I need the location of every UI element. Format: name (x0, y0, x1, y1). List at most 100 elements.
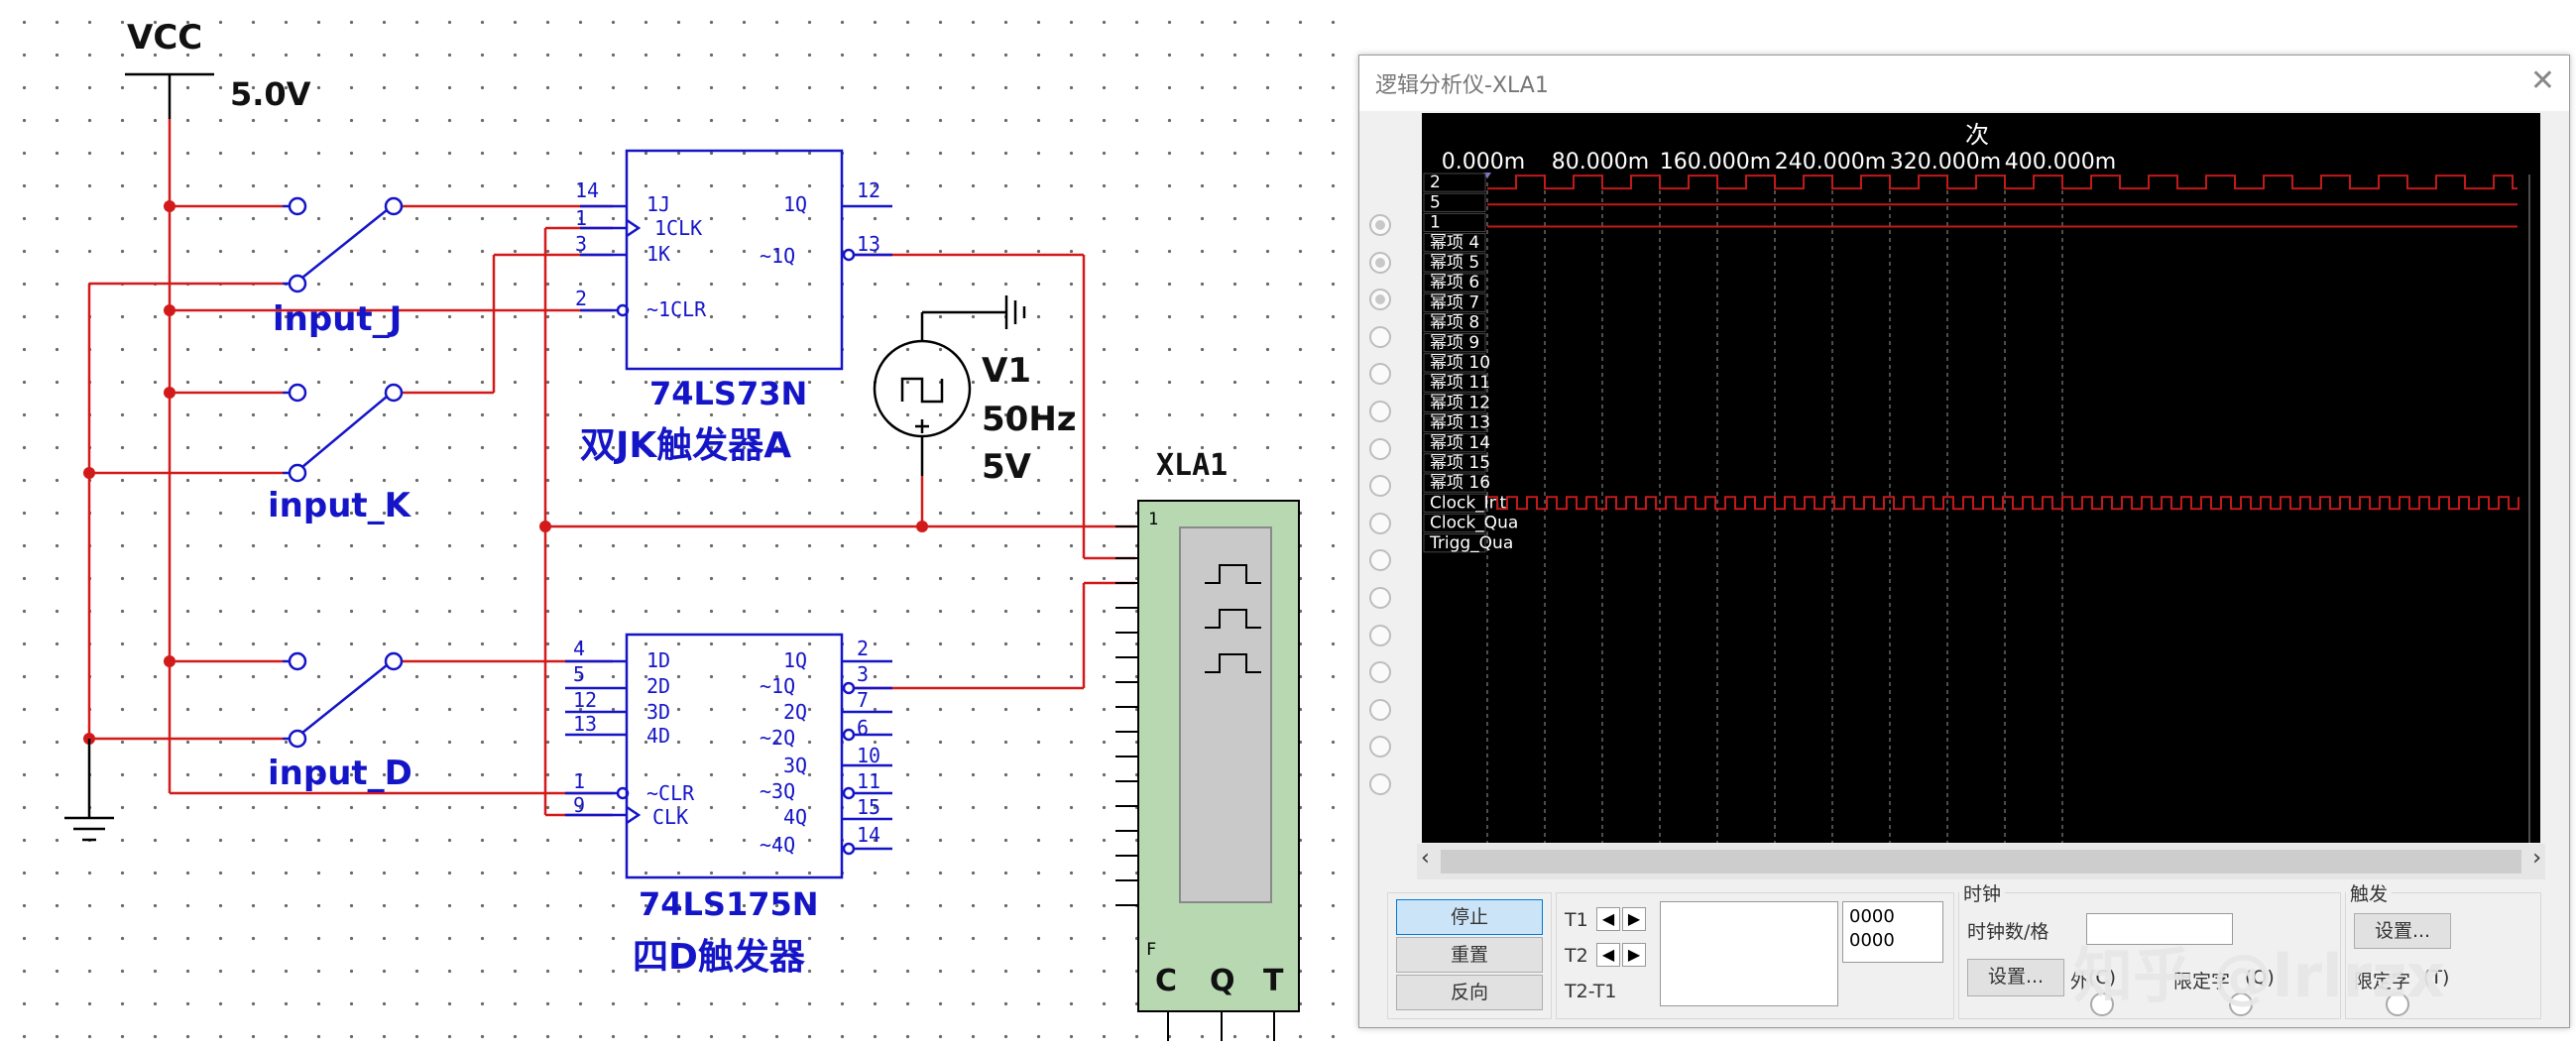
channel-radio-column (1369, 214, 1405, 811)
trace-channel-2 (1487, 175, 2517, 190)
reset-button[interactable]: 重置 (1396, 937, 1543, 973)
ic1-pin-name: 1K (646, 242, 671, 266)
ic2-pin-name: 1Q (783, 648, 808, 672)
channel-label-box (1423, 493, 1486, 513)
channel-label: 幂项 10 (1430, 353, 1490, 373)
trigger-radio-t[interactable] (2386, 992, 2409, 1016)
clock-c-label: (C) (2088, 967, 2117, 989)
channel-label: Clock_Int (1430, 493, 1506, 513)
channel-radio[interactable] (1369, 289, 1391, 311)
channel-radio[interactable] (1369, 325, 1391, 348)
clock-title: 时钟 (1959, 879, 2006, 906)
scroll-thumb[interactable] (1441, 850, 2521, 873)
channel-label-box (1423, 513, 1486, 533)
ic2-pin-name: 3D (646, 700, 671, 724)
ic2-pin-name: ~4Q (760, 833, 796, 857)
channel-radio[interactable] (1369, 736, 1391, 758)
ic2-desc: 四D触发器 (633, 937, 805, 978)
time-tick-label: 160.000m (1660, 150, 1771, 175)
ic2-pin-num: 6 (857, 716, 870, 740)
scope-header: 次 (1965, 121, 1989, 149)
channel-label-box (1423, 453, 1486, 473)
channel-label: Clock_Qua (1430, 514, 1518, 533)
t2-right-arrow-icon[interactable]: ▶ (1622, 943, 1646, 967)
clock-radio-c[interactable] (2090, 992, 2114, 1016)
ic2-pin-name: 3Q (783, 754, 808, 777)
clock-external-label: 外 (2070, 971, 2090, 992)
scroll-right-icon[interactable]: › (2532, 846, 2541, 871)
trigger-t-label: (T) (2423, 967, 2450, 989)
t2-label: T2 (1565, 945, 1588, 967)
analyzer-name[interactable]: XLA1 (1156, 448, 1229, 483)
t1-left-arrow-icon[interactable]: ◀ (1596, 907, 1620, 931)
channel-label: 幂项 5 (1430, 253, 1479, 273)
ic2-pin-name: 4D (646, 724, 671, 748)
ic1-pin-num: 14 (575, 178, 600, 202)
channel-label: 幂项 15 (1430, 453, 1490, 473)
t1-right-arrow-icon[interactable]: ▶ (1622, 907, 1646, 931)
channel-radio[interactable] (1369, 549, 1391, 572)
channel-radio[interactable] (1369, 624, 1391, 646)
channel-radio[interactable] (1369, 586, 1391, 609)
channel-label-box (1423, 412, 1486, 433)
channel-radio[interactable] (1369, 661, 1391, 684)
ic2-pin-name: 1D (646, 648, 671, 672)
ic2-pin-name: ~3Q (760, 779, 796, 803)
switch-k-label[interactable]: input_K (268, 486, 411, 525)
ic2-pin-num: 10 (857, 744, 881, 767)
channel-label: 幂项 12 (1430, 393, 1490, 412)
ic2-pin-name: 2D (646, 674, 671, 698)
ic1-desc: 双JK触发器A (580, 425, 792, 466)
title-bar[interactable]: 逻辑分析仪-XLA1 ✕ (1359, 56, 2569, 111)
ic2-pin-num: 3 (857, 662, 870, 686)
trigger-set-button[interactable]: 设置... (2354, 913, 2451, 949)
channel-label: 幂项 14 (1430, 433, 1490, 453)
stop-button[interactable]: 停止 (1396, 899, 1543, 935)
ic2-pin-name: 4Q (783, 805, 808, 829)
ic1-pin-num: 12 (857, 178, 881, 202)
schematic-canvas: VCC 5.0V input_J input_K input_D 14 1 3 … (0, 0, 1348, 1048)
channel-radio[interactable] (1369, 437, 1391, 460)
switch-j-label[interactable]: input_J (273, 299, 403, 339)
analyzer-pin-1: 1 (1148, 510, 1159, 529)
trigger-qualifier-label: 限定字 (2354, 971, 2411, 992)
channel-radio[interactable] (1369, 475, 1391, 498)
channel-label-box (1423, 292, 1486, 312)
clock-per-div-input[interactable] (2086, 913, 2233, 945)
t2t1-label: T2-T1 (1565, 981, 1617, 1002)
t2-left-arrow-icon[interactable]: ◀ (1596, 943, 1620, 967)
ic2-pin-num: 2 (857, 637, 870, 660)
channel-radio[interactable] (1369, 698, 1391, 721)
channel-radio[interactable] (1369, 772, 1391, 795)
ic2-pin-num: 14 (857, 823, 881, 847)
channel-radio[interactable] (1369, 214, 1391, 236)
run-controls-group: 停止 重置 反向 (1387, 892, 1552, 1019)
scroll-left-icon[interactable]: ‹ (1421, 846, 1430, 871)
ic2-pin-num: 1 (573, 769, 586, 793)
watermark: 知乎 @lrlrzx (2073, 942, 2445, 1011)
channel-label: 1 (1430, 213, 1441, 233)
channel-radio[interactable] (1369, 251, 1391, 274)
channel-label: 幂项 11 (1430, 373, 1490, 393)
ic1-pin-name: 1J (646, 192, 671, 216)
channel-radio[interactable] (1369, 363, 1391, 386)
ic1-pin-num: 3 (575, 232, 588, 256)
t1-label: T1 (1565, 909, 1588, 931)
ic1-pin-num: 13 (857, 232, 881, 256)
close-icon[interactable]: ✕ (2529, 63, 2555, 98)
ic2-pin-num: 13 (573, 712, 598, 736)
channel-label-box (1423, 253, 1486, 273)
clock-radio-q[interactable] (2229, 992, 2253, 1016)
reverse-button[interactable]: 反向 (1396, 975, 1543, 1010)
ic1-pin-name: ~1Q (760, 244, 796, 268)
clock-set-button[interactable]: 设置... (1967, 959, 2064, 996)
switch-d-label[interactable]: input_D (268, 754, 412, 793)
channel-radio[interactable] (1369, 512, 1391, 534)
channel-radio[interactable] (1369, 400, 1391, 422)
vcc-value: 5.0V (230, 75, 311, 113)
horizontal-scrollbar[interactable]: ‹ › (1417, 844, 2545, 879)
channel-label-box (1423, 233, 1486, 253)
time-tick-label: 400.000m (2005, 150, 2116, 175)
